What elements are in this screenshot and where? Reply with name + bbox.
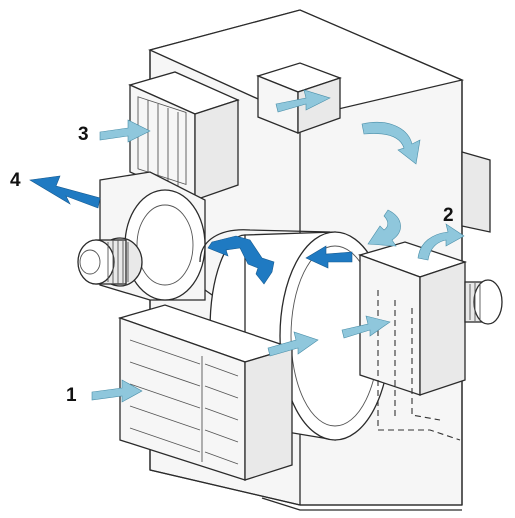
- louver-blades: [129, 339, 239, 465]
- airflow-arrow-4: [29, 175, 101, 209]
- lower-intake-louver-box: [117, 304, 295, 481]
- left-motor: [77, 237, 143, 287]
- callout-3: 3: [78, 124, 89, 145]
- airflow-arrow-twist: [207, 235, 275, 285]
- airflow-arrow-into-cylinder: [305, 245, 353, 269]
- right-motor: [464, 279, 503, 325]
- airflow-arrow-cylinder-right: [341, 315, 391, 339]
- callout-1: 1: [66, 385, 77, 406]
- callout-4: 4: [10, 170, 21, 191]
- airflow-arrow-top-duct: [275, 89, 331, 113]
- airflow-arrow-cylinder-left: [267, 331, 319, 357]
- airflow-arrow-2: [417, 223, 465, 261]
- airflow-arrow-3: [99, 119, 151, 143]
- callouts: 1 2 3 4: [10, 124, 454, 406]
- left-fan-unit: [77, 171, 206, 301]
- right-fan-unit: [357, 241, 503, 441]
- airflow-arrows: [29, 89, 465, 403]
- airflow-arrow-1: [91, 379, 143, 403]
- airflow-arrow-curve-top: [361, 121, 421, 165]
- callout-2: 2: [443, 205, 454, 226]
- right-side-panel: [461, 151, 491, 233]
- airflow-arrow-curve-mid: [367, 209, 401, 247]
